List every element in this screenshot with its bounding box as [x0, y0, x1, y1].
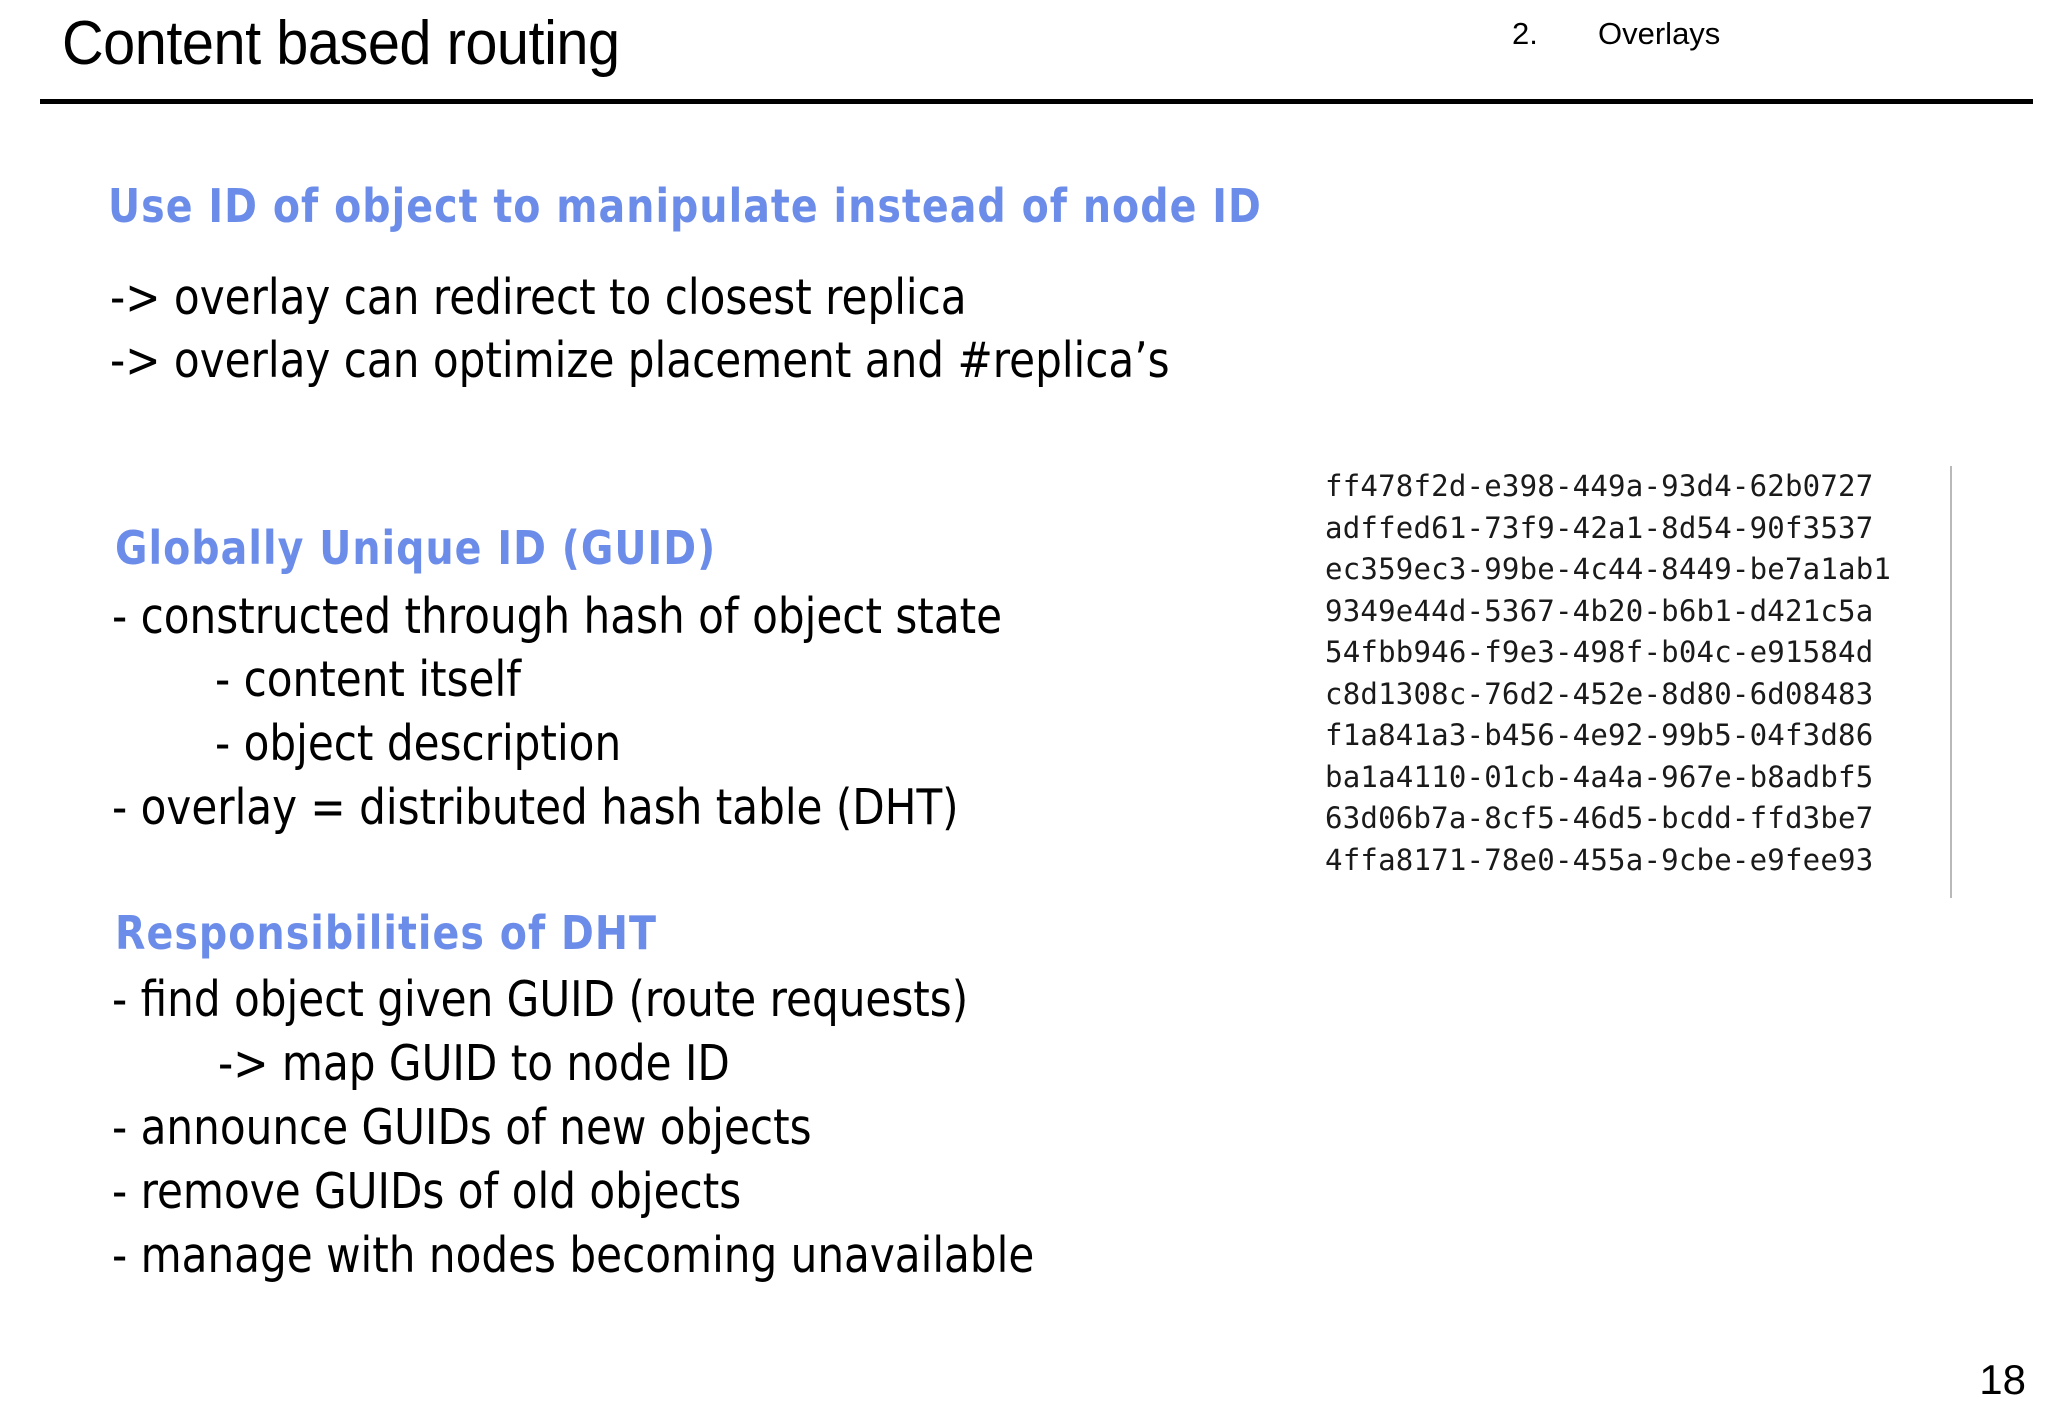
- body-line: -> map GUID to node ID: [218, 1035, 730, 1092]
- body-line: - remove GUIDs of old objects: [112, 1163, 742, 1220]
- guid-line: 63d06b7a-8cf5-46d5-bcdd-ffd3be7: [1325, 801, 1874, 835]
- body-line: - object description: [215, 715, 622, 772]
- guid-line: 54fbb946-f9e3-498f-b04c-e91584d: [1325, 635, 1874, 669]
- body-line: - constructed through hash of object sta…: [112, 588, 1003, 645]
- body-heading: Globally Unique ID (GUID): [115, 521, 717, 575]
- body-line: -> overlay can optimize placement and #r…: [110, 332, 1170, 389]
- guid-line: 9349e44d-5367-4b20-b6b1-d421c5a: [1325, 593, 1874, 628]
- guid-line: ba1a4110-01cb-4a4a-967e-b8adbf5: [1325, 759, 1874, 794]
- body-line: - content itself: [215, 651, 521, 708]
- section-label: Overlays: [1598, 16, 1721, 51]
- body-heading: Use ID of object to manipulate instead o…: [108, 179, 1262, 233]
- guid-line: ec359ec3-99be-4c44-8449-be7a1ab1: [1325, 552, 1892, 586]
- guid-line: adffed61-73f9-42a1-8d54-90f3537: [1325, 510, 1874, 545]
- body-line: -> overlay can redirect to closest repli…: [110, 269, 967, 326]
- guid-list-panel: ff478f2d-e398-449a-93d4-62b0727 adffed61-…: [1325, 466, 1952, 898]
- section-breadcrumb: 2. Overlays: [1512, 16, 1972, 66]
- page-title: Content based routing: [62, 9, 620, 78]
- body-line: - manage with nodes becoming unavailable: [112, 1227, 1035, 1284]
- guid-line: c8d1308c-76d2-452e-8d80-6d08483: [1325, 676, 1874, 711]
- guid-line: ff478f2d-e398-449a-93d4-62b0727: [1325, 469, 1874, 503]
- guid-line: f1a841a3-b456-4e92-99b5-04f3d86: [1325, 718, 1874, 752]
- body-heading: Responsibilities of DHT: [115, 906, 658, 960]
- body-line: - overlay = distributed hash table (DHT): [112, 779, 959, 836]
- guid-line: 4ffa8171-78e0-455a-9cbe-e9fee93: [1325, 842, 1874, 877]
- page-number: 18: [1979, 1356, 2026, 1403]
- title-divider: [40, 99, 2033, 104]
- body-line: - announce GUIDs of new objects: [112, 1099, 812, 1156]
- section-number: 2.: [1512, 16, 1538, 51]
- body-line: - find object given GUID (route requests…: [112, 971, 969, 1028]
